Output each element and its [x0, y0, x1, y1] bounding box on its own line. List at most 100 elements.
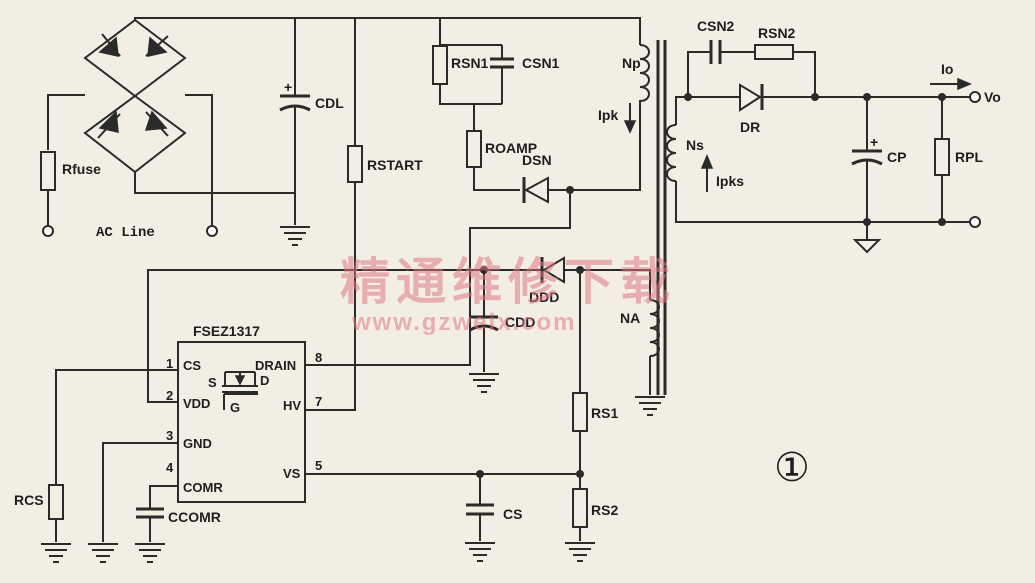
ground-symbol-rs2 — [565, 542, 595, 562]
return-terminal — [969, 216, 981, 228]
pin-cs-name: CS — [183, 358, 201, 373]
ac-terminal-right — [206, 225, 218, 237]
rs1-label: RS1 — [591, 405, 618, 421]
pin-gnd-num: 3 — [166, 428, 173, 443]
pin-cs-num: 1 — [166, 356, 173, 371]
chip-name: FSEZ1317 — [193, 323, 260, 339]
dr-diode — [739, 83, 764, 112]
cp-label: CP — [887, 149, 906, 165]
bridge-diode-2 — [145, 35, 169, 57]
ac-right-wire — [185, 94, 213, 226]
rcs-label: RCS — [14, 492, 44, 508]
ground-symbol-cs — [465, 542, 495, 562]
dsn-diode — [522, 176, 549, 204]
mosfet-g: G — [230, 400, 240, 415]
pin-drain-num: 8 — [315, 350, 322, 365]
ground-symbol-cdd — [469, 373, 499, 393]
internal-mosfet — [222, 371, 258, 410]
rs2-label: RS2 — [591, 502, 618, 518]
comr-wire — [149, 485, 178, 508]
pin-vs-name: VS — [283, 466, 301, 481]
rsn1-label: RSN1 — [451, 55, 489, 71]
rcs-resistor — [48, 484, 64, 520]
rpl-resistor — [934, 138, 950, 176]
transformer-aux-na — [649, 299, 660, 357]
csn1-label: CSN1 — [522, 55, 560, 71]
rsn1-resistor — [432, 45, 448, 85]
transformer-secondary-ns — [666, 124, 677, 182]
figure-number: ① — [774, 445, 810, 491]
io-arrow — [930, 77, 972, 91]
ground-symbol-cdl — [280, 226, 310, 246]
ns-top-wire — [675, 96, 740, 125]
np-label: Np — [622, 55, 641, 71]
ipk-arrow — [623, 103, 637, 134]
pin-gnd-name: GND — [183, 436, 212, 451]
bridge-diode-1 — [98, 33, 121, 57]
cp-plus: + — [870, 134, 878, 150]
rs2-resistor — [572, 488, 588, 528]
cs-wire — [55, 369, 178, 484]
vdd-wire — [147, 269, 542, 403]
bridge-return-wire — [134, 172, 295, 194]
cdd-label: CDD — [505, 314, 535, 330]
ipks-arrow — [700, 154, 714, 192]
top-rail-wire — [134, 17, 641, 45]
gnd-wire — [102, 442, 178, 542]
rstart-resistor — [347, 145, 363, 183]
output-ground-symbol — [852, 239, 882, 254]
io-label: Io — [941, 61, 953, 77]
transformer-core — [656, 40, 667, 395]
transformer-primary-np — [639, 44, 650, 102]
pin-vdd-name: VDD — [183, 396, 210, 411]
rs1-resistor — [572, 392, 588, 432]
ipk-label: Ipk — [598, 107, 618, 123]
pin-drain-name: DRAIN — [255, 358, 296, 373]
pin-vs-num: 5 — [315, 458, 322, 473]
roamp-resistor — [466, 130, 482, 168]
ground-symbol-rcs — [41, 543, 71, 563]
rpl-label: RPL — [955, 149, 983, 165]
rfuse-label: Rfuse — [62, 161, 101, 177]
pin-hv-name: HV — [283, 398, 301, 413]
watermark-cn: 精通维修下载 — [340, 253, 676, 311]
roamp-label: ROAMP — [485, 140, 537, 156]
ac-left-wire — [47, 94, 85, 150]
dsn-label: DSN — [522, 152, 552, 168]
cs-label: CS — [503, 506, 522, 522]
ns-label: Ns — [686, 137, 704, 153]
chip-body — [177, 341, 306, 503]
watermark-url: www.gzweix.com — [351, 309, 577, 336]
mosfet-d: D — [260, 373, 269, 388]
cdl-plus: + — [284, 79, 292, 95]
pin-comr-num: 4 — [166, 460, 174, 475]
cdl-label: CDL — [315, 95, 344, 111]
vo-terminal — [969, 91, 981, 103]
rsn2-label: RSN2 — [758, 25, 796, 41]
na-label: NA — [620, 310, 640, 326]
pin-vdd-num: 2 — [166, 388, 173, 403]
dsn-to-drain-node-wire — [548, 100, 641, 191]
ccomr-label: CCOMR — [168, 509, 221, 525]
rsn2-resistor — [754, 44, 794, 60]
rfuse-resistor — [40, 151, 56, 191]
cdl-capacitor — [279, 18, 311, 225]
bridge-diode-4 — [144, 110, 169, 137]
aux-top-wire — [565, 269, 651, 300]
bridge-rectifier — [83, 18, 187, 174]
ground-symbol-aux — [635, 396, 665, 416]
dr-label: DR — [740, 119, 760, 135]
pin-hv-num: 7 — [315, 394, 322, 409]
pin-comr-name: COMR — [183, 480, 223, 495]
vo-label: Vo — [984, 89, 1001, 105]
mosfet-s: S — [208, 375, 217, 390]
csn2-label: CSN2 — [697, 18, 735, 34]
ac-terminal-left — [42, 225, 54, 237]
rstart-label: RSTART — [367, 157, 423, 173]
drain-wire — [305, 190, 571, 366]
ground-symbol-gnd — [88, 543, 118, 563]
ns-return-wire — [675, 181, 970, 223]
ipks-label: Ipks — [716, 173, 744, 189]
